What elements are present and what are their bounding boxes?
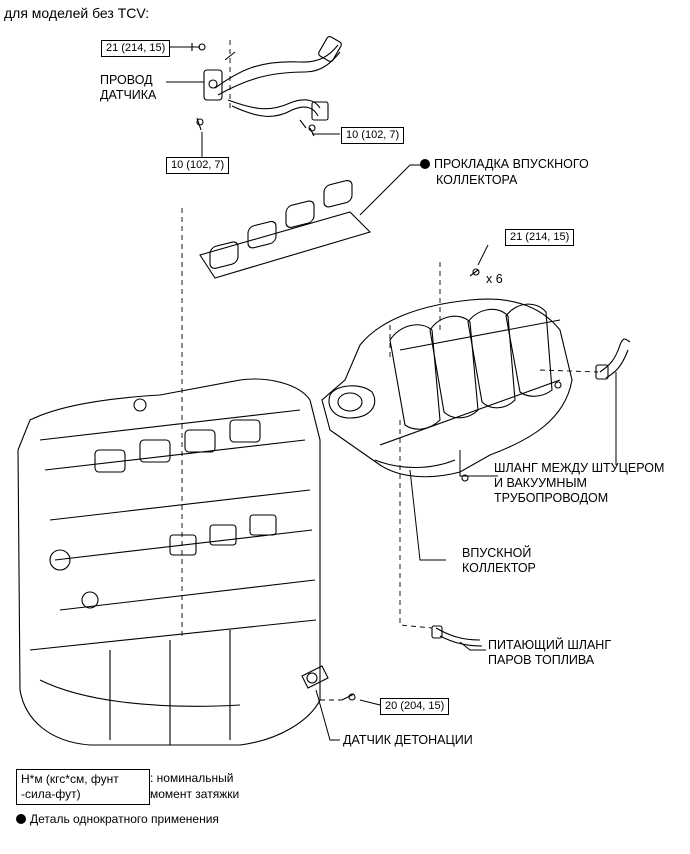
torque-spec-connector: 10 (102, 7): [341, 127, 405, 144]
label-vacuum-hose-1: ШЛАНГ МЕЖДУ ШТУЦЕРОМ: [494, 461, 665, 475]
label-intake-manifold-2: КОЛЛЕКТОР: [462, 561, 536, 575]
label-sensor-wire-2: ДАТЧИКА: [100, 88, 157, 102]
torque-spec-manifold-bolts: 21 (214, 15): [505, 229, 575, 246]
vacuum-hose: [595, 338, 631, 380]
legend-desc-1: : номинальный: [150, 771, 234, 785]
label-bolt-qty: x 6: [486, 272, 503, 286]
knock-sensor: [301, 665, 329, 689]
legend-unit-box: Н*м (кгс*см, фунт -сила-фут): [16, 769, 150, 805]
diagram-heading: для моделей без TCV:: [4, 5, 150, 21]
torque-spec-wire-bracket: 10 (102, 7): [166, 157, 230, 174]
engine-block: [17, 378, 321, 746]
torque-spec-knock-sensor: 20 (204, 15): [380, 698, 450, 715]
label-gasket-1: ПРОКЛАДКА ВПУСКНОГО: [420, 157, 589, 172]
legend-unit-line-1: Н*м (кгс*см, фунт: [21, 772, 119, 786]
legend-single-use: Деталь однократного применения: [16, 812, 219, 827]
bolts-top: [186, 43, 480, 701]
label-sensor-wire-1: ПРОВОД: [100, 73, 153, 87]
torque-spec-wire-bolt: 21 (214, 15): [101, 40, 171, 57]
label-gasket-2: КОЛЛЕКТОРА: [436, 173, 518, 187]
single-use-marker: [16, 814, 26, 824]
label-fuel-hose-1: ПИТАЮЩИЙ ШЛАНГ: [488, 638, 612, 652]
label-knock-sensor: ДАТЧИК ДЕТОНАЦИИ: [343, 733, 473, 747]
fuel-vapor-hose: [431, 625, 483, 647]
label-vacuum-hose-2: И ВАКУУМНЫМ: [494, 476, 587, 490]
label-vacuum-hose-3: ТРУБОПРОВОДОМ: [494, 491, 609, 505]
label-fuel-hose-2: ПАРОВ ТОПЛИВА: [488, 653, 595, 667]
legend-unit-line-2: -сила-фут): [21, 787, 81, 801]
intake-manifold: [321, 298, 573, 482]
single-use-marker: [420, 159, 430, 169]
intake-gasket: [199, 179, 372, 279]
sensor-wire-harness: [203, 36, 342, 129]
label-intake-manifold-1: ВПУСКНОЙ: [462, 546, 532, 560]
legend-desc-2: момент затяжки: [150, 787, 240, 801]
